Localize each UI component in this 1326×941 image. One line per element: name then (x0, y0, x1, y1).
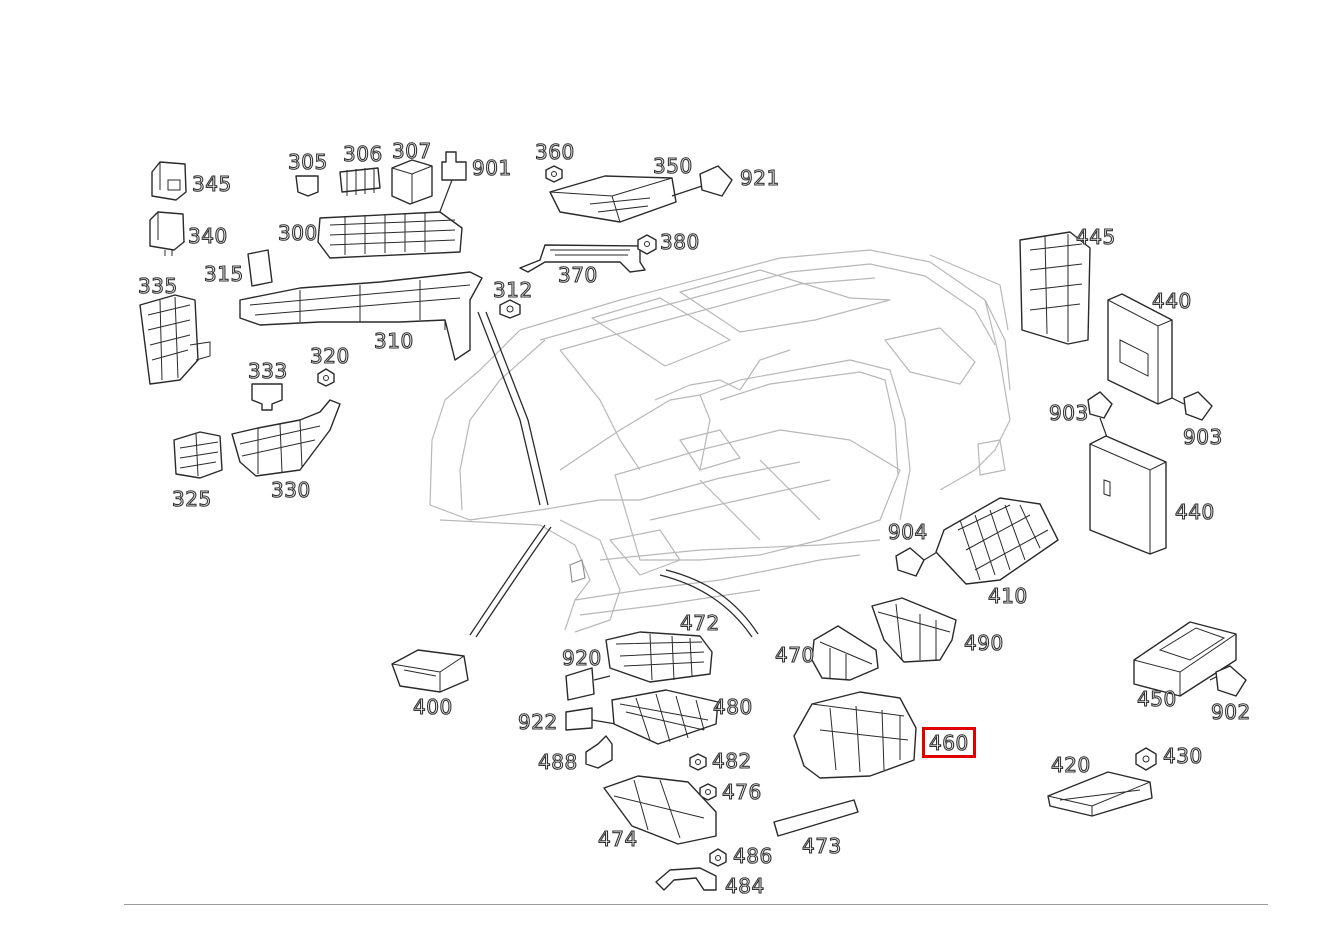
fuse-module-335[interactable] (139, 294, 211, 385)
bracket-488[interactable] (585, 735, 613, 769)
control-unit-420[interactable] (1047, 771, 1153, 817)
callout-480[interactable]: 480 (712, 695, 753, 719)
fuse-carrier-330[interactable] (231, 399, 341, 477)
fuse-333[interactable] (251, 383, 283, 411)
fuse-box-300[interactable] (317, 211, 463, 259)
connector-symbol-921[interactable] (699, 165, 733, 197)
callout-300[interactable]: 300 (277, 221, 318, 245)
vehicle-body-shell (429, 249, 1011, 633)
battery-tray-472[interactable] (605, 631, 713, 683)
callout-400[interactable]: 400 (412, 695, 453, 719)
nut-380[interactable] (637, 234, 657, 255)
tray-474[interactable] (603, 775, 717, 845)
callout-306[interactable]: 306 (342, 142, 383, 166)
callout-310[interactable]: 310 (373, 329, 414, 353)
callout-482[interactable]: 482 (711, 749, 752, 773)
callout-490[interactable]: 490 (963, 631, 1004, 655)
battery-box-460[interactable] (793, 691, 917, 779)
callout-320[interactable]: 320 (309, 344, 350, 368)
callout-410[interactable]: 410 (987, 584, 1028, 608)
callout-460-highlighted[interactable]: 460 (922, 727, 976, 758)
callout-922[interactable]: 922 (517, 710, 558, 734)
callout-325[interactable]: 325 (171, 487, 212, 511)
fuse-block-306[interactable] (339, 167, 381, 196)
callout-484[interactable]: 484 (724, 874, 765, 898)
strip-473[interactable] (773, 799, 859, 837)
connector-symbol-920[interactable] (565, 667, 611, 701)
callout-440-lower[interactable]: 440 (1174, 500, 1215, 524)
callout-430[interactable]: 430 (1162, 744, 1203, 768)
fuse-305[interactable] (295, 175, 319, 197)
callout-903-right[interactable]: 903 (1182, 425, 1223, 449)
nut-360[interactable] (545, 165, 563, 183)
control-unit-350[interactable] (549, 175, 709, 223)
callout-312[interactable]: 312 (492, 278, 533, 302)
bracket-310[interactable] (239, 271, 483, 361)
callout-474[interactable]: 474 (597, 827, 638, 851)
callout-350[interactable]: 350 (652, 154, 693, 178)
callout-333[interactable]: 333 (247, 359, 288, 383)
nut-430[interactable] (1135, 747, 1157, 771)
relay-307[interactable] (391, 159, 433, 205)
control-unit-400[interactable] (391, 649, 469, 693)
callout-902[interactable]: 902 (1210, 700, 1251, 724)
connector-symbol-922[interactable] (565, 707, 617, 731)
nut-482[interactable] (689, 753, 707, 771)
module-315[interactable] (247, 249, 273, 287)
callout-380[interactable]: 380 (659, 230, 700, 254)
connector-symbol-902[interactable] (1215, 665, 1247, 697)
nut-320[interactable] (317, 368, 335, 387)
control-unit-440-lower[interactable] (1089, 435, 1167, 555)
relay-345[interactable] (151, 161, 187, 201)
housing-490[interactable] (871, 597, 957, 663)
callout-470[interactable]: 470 (774, 643, 815, 667)
callout-335[interactable]: 335 (137, 274, 178, 298)
housing-470[interactable] (811, 625, 879, 681)
callout-340[interactable]: 340 (187, 224, 228, 248)
callout-445[interactable]: 445 (1075, 225, 1116, 249)
fuse-box-445[interactable] (1019, 231, 1091, 345)
callout-473[interactable]: 473 (801, 834, 842, 858)
bottom-divider (124, 904, 1268, 905)
callout-315[interactable]: 315 (203, 262, 244, 286)
module-325[interactable] (173, 431, 223, 479)
battery-480[interactable] (611, 689, 719, 745)
callout-450[interactable]: 450 (1136, 687, 1177, 711)
callout-370[interactable]: 370 (557, 263, 598, 287)
callout-330[interactable]: 330 (270, 478, 311, 502)
callout-440-upper[interactable]: 440 (1151, 289, 1192, 313)
callout-904[interactable]: 904 (887, 520, 928, 544)
bracket-370[interactable] (519, 244, 646, 273)
callout-921[interactable]: 921 (739, 166, 780, 190)
callout-901[interactable]: 901 (471, 156, 512, 180)
control-unit-450[interactable] (1133, 621, 1237, 697)
callout-305[interactable]: 305 (287, 150, 328, 174)
callout-488[interactable]: 488 (537, 750, 578, 774)
callout-903-left[interactable]: 903 (1048, 401, 1089, 425)
nut-486[interactable] (709, 848, 727, 867)
callout-920[interactable]: 920 (561, 646, 602, 670)
nut-312[interactable] (499, 299, 521, 319)
callout-307[interactable]: 307 (391, 139, 432, 163)
guide-arrows (469, 311, 759, 638)
amplifier-410[interactable] (935, 497, 1059, 585)
callout-360[interactable]: 360 (534, 140, 575, 164)
connector-symbol-903-right[interactable] (1171, 391, 1213, 421)
callout-420[interactable]: 420 (1050, 753, 1091, 777)
callout-486[interactable]: 486 (732, 844, 773, 868)
callout-345[interactable]: 345 (191, 172, 232, 196)
connector-symbol-903-left[interactable] (1087, 391, 1113, 441)
callout-472[interactable]: 472 (679, 611, 720, 635)
bracket-484[interactable] (655, 867, 717, 891)
callout-476[interactable]: 476 (721, 780, 762, 804)
relay-340[interactable] (149, 211, 185, 256)
